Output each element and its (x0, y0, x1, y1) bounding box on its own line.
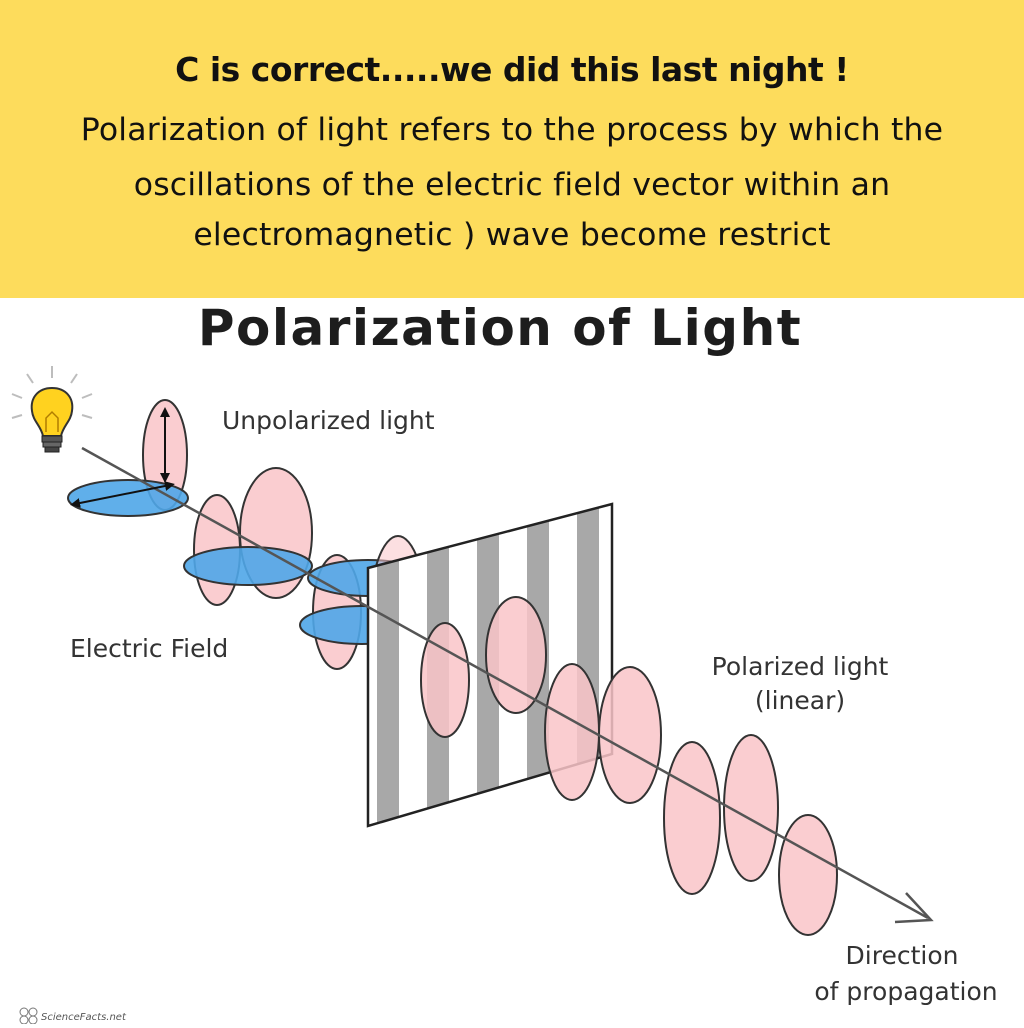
watermark-text: ScienceFacts.net (41, 1012, 127, 1023)
label-polarized-line-1: Polarized light (712, 652, 889, 681)
label-polarized-line-2: (linear) (755, 686, 845, 715)
label-direction-line-1: Direction (846, 941, 959, 970)
banner-headline: C is correct.....we did this last night … (175, 50, 849, 89)
propagation-arrowhead-icon (894, 892, 934, 924)
banner-text-line-3: electromagnetic ) wave become restrict (193, 217, 831, 253)
propagation-axis (81, 446, 929, 920)
lightbulb-icon (11, 366, 93, 453)
label-unpolarized: Unpolarized light (222, 406, 435, 435)
banner-text-line-2: oscillations of the electric field vecto… (133, 167, 891, 203)
banner-text-line-1: Polarization of light refers to the proc… (80, 112, 944, 148)
polarization-diagram: Polarization of Light Unpolarized light … (0, 298, 1024, 1025)
horizontal-field-arrow-icon (70, 481, 175, 508)
answer-banner: C is correct.....we did this last night … (0, 0, 1024, 298)
atom-logo-icon (19, 1007, 38, 1025)
label-electric-field: Electric Field (70, 634, 228, 663)
diagram-title: Polarization of Light (198, 299, 802, 357)
polarized-linear-wave (420, 596, 838, 936)
label-direction-line-2: of propagation (814, 977, 997, 1006)
